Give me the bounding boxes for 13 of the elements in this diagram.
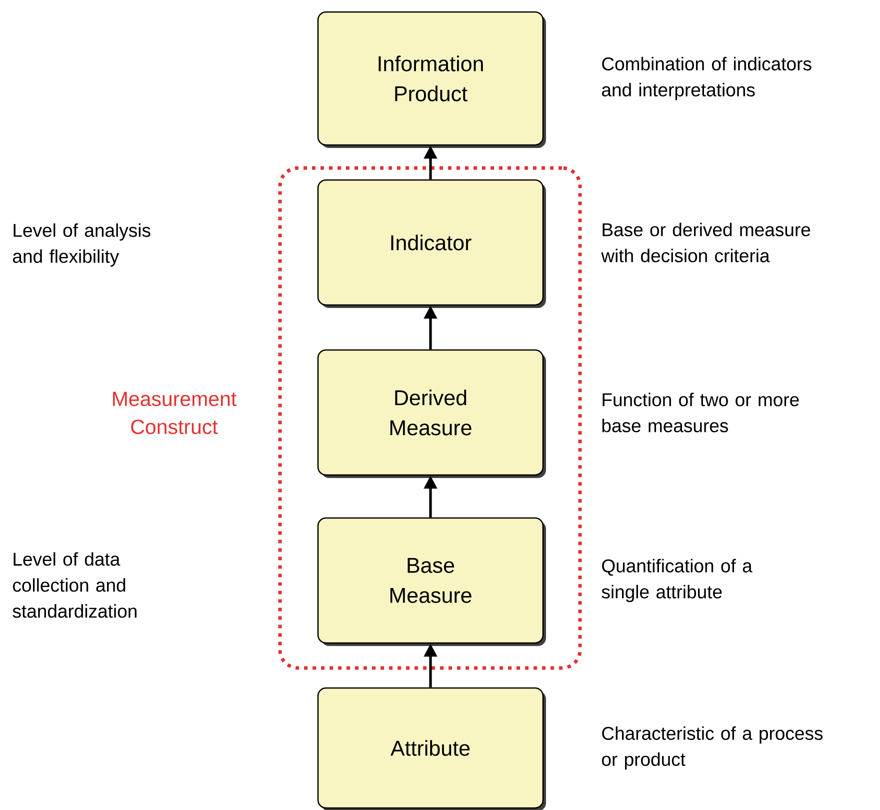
side-note: Level of analysis and flexibility bbox=[13, 223, 150, 267]
side-note: Level of data collection and standardization bbox=[12, 552, 136, 618]
process-box: Indicator bbox=[317, 179, 546, 308]
description-text: Combination of indicators and interpretations bbox=[602, 56, 812, 100]
process-box: Attribute bbox=[317, 687, 546, 810]
node-label: Measurement Construct bbox=[113, 392, 237, 434]
description-text: Base or derived measure with decision criteria bbox=[601, 222, 810, 262]
description-text: Quantification of a single attribute bbox=[602, 558, 752, 602]
process-box: Derived Measure bbox=[317, 349, 546, 478]
process-box: Base Measure bbox=[317, 517, 546, 646]
process-box: Information Product bbox=[317, 11, 546, 148]
description-text: Function of two or more base measures bbox=[602, 392, 799, 432]
description-text: Characteristic of a process or product bbox=[602, 726, 823, 770]
